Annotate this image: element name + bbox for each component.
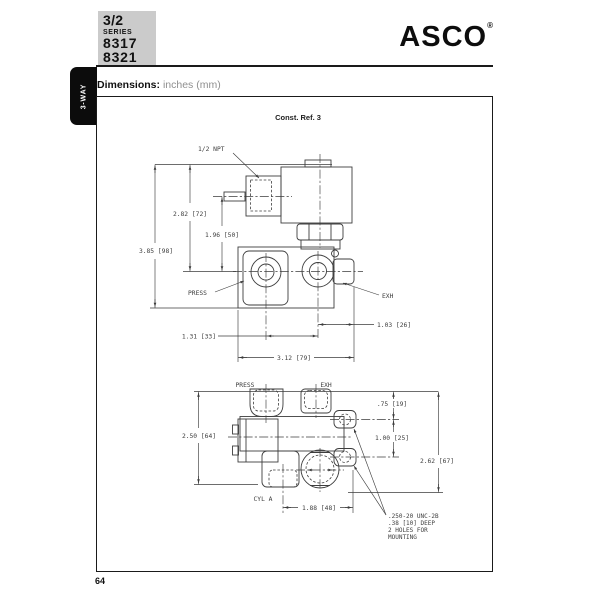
asco-logo-text: ASCO <box>399 21 488 53</box>
side-tab-label: 3-WAY <box>80 83 87 109</box>
side-tab-3way: 3-WAY <box>70 67 97 125</box>
dimensions-caption: Dimensions: inches (mm) <box>97 79 221 91</box>
series-model-8317: 8317 <box>103 35 138 51</box>
asco-logo: ASCO® <box>398 22 493 52</box>
series-model-8321: 8321 <box>103 49 138 65</box>
series-box: 3/2 SERIES 8317 8321 <box>98 11 156 65</box>
series-size: 3/2 <box>103 12 124 28</box>
header-rule <box>96 65 493 67</box>
dimensions-label: Dimensions: <box>97 79 161 91</box>
page-number: 64 <box>95 576 106 586</box>
registered-trademark-icon: ® <box>487 21 493 30</box>
series-label: SERIES <box>103 29 133 36</box>
drawing-frame <box>96 96 493 572</box>
dimensions-units: inches (mm) <box>162 79 221 91</box>
